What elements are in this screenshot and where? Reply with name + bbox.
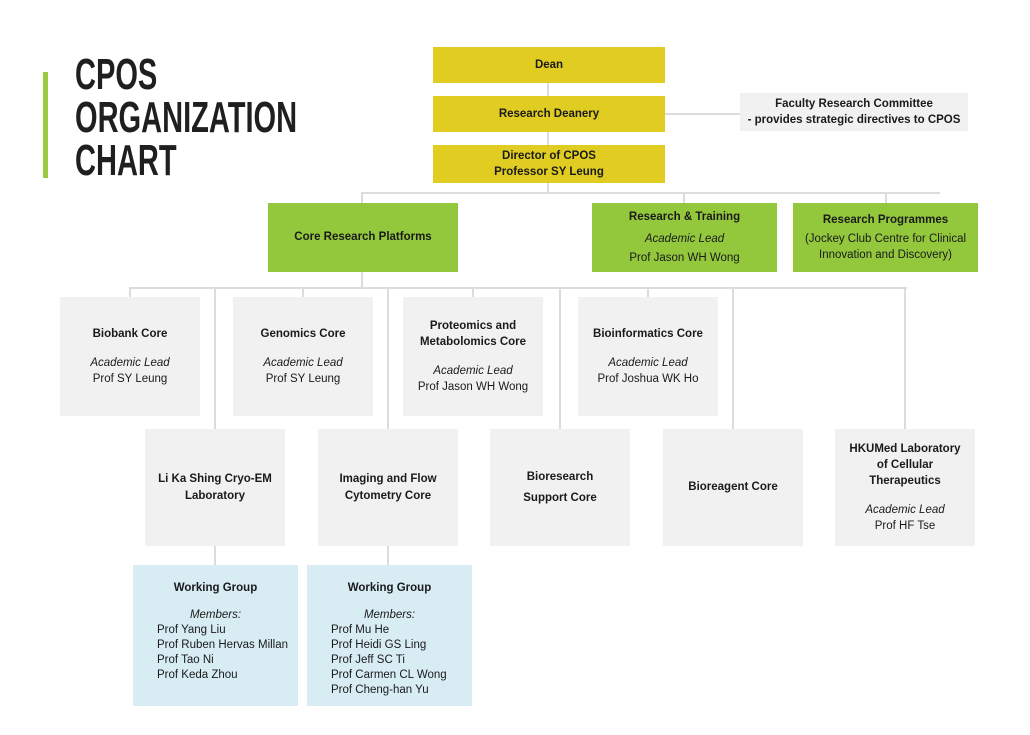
org-box-bioinformatics-core: Bioinformatics Core Academic Lead Prof J… (578, 297, 718, 416)
connector (214, 287, 216, 430)
org-box-faculty-research-committee: Faculty Research Committee - provides st… (740, 93, 968, 131)
connector (683, 192, 685, 204)
box-lead: Prof SY Leung (92, 373, 168, 386)
org-box-bioreagent-core: Bioreagent Core (663, 429, 803, 546)
box-lead-label: Academic Lead (865, 504, 945, 517)
box-title: Bioinformatics Core (593, 327, 703, 340)
org-box-bioresearch-support-core: Bioresearch Support Core (490, 429, 630, 546)
org-box-core-research-platforms: Core Research Platforms (268, 203, 458, 272)
connector (387, 287, 389, 430)
box-lead-label: Academic Lead (90, 356, 170, 369)
members-list: Prof Mu He Prof Heidi GS Ling Prof Jeff … (315, 623, 447, 698)
page-title-line: CPOS (75, 50, 158, 99)
org-box-biobank-core: Biobank Core Academic Lead Prof SY Leung (60, 297, 200, 416)
connector (129, 287, 131, 298)
box-title: Proteomics and Metabolomics Core (419, 319, 527, 348)
box-title: Bioresearch Support Core (523, 470, 597, 504)
members-label: Members: (189, 609, 242, 622)
connector (361, 192, 940, 194)
box-lead: Prof Joshua WK Ho (597, 373, 699, 386)
org-box-imaging-flow-cytometry-core: Imaging and Flow Cytometry Core (318, 429, 458, 546)
member: Prof Mu He (331, 624, 390, 637)
box-title: HKUMed Laboratory of Cellular Therapeuti… (849, 442, 961, 487)
box-subtitle: (Jockey Club Centre for Clinical Innovat… (804, 232, 967, 262)
member: Prof Keda Zhou (157, 669, 238, 682)
box-title: Imaging and Flow Cytometry Core (339, 473, 437, 502)
members-label: Members: (363, 609, 416, 622)
member: Prof Cheng-han Yu (331, 684, 429, 697)
box-title: Research Programmes (822, 213, 949, 226)
connector (547, 83, 549, 97)
connector (647, 287, 649, 298)
member: Prof Jeff SC Ti (331, 654, 405, 667)
box-title: Genomics Core (260, 327, 346, 340)
member: Prof Carmen CL Wong (331, 669, 447, 682)
member: Prof Heidi GS Ling (331, 639, 427, 652)
org-box-director-of-cpos: Director of CPOS Professor SY Leung (433, 145, 665, 183)
org-box-research-deanery: Research Deanery (433, 96, 665, 132)
box-title: Working Group (173, 582, 258, 594)
connector (129, 287, 907, 289)
box-subtitle: Professor SY Leung (494, 166, 604, 178)
box-lead-label: Academic Lead (433, 365, 513, 377)
box-note: - provides strategic directives to CPOS (747, 114, 961, 126)
connector (732, 287, 734, 430)
box-title: Biobank Core (92, 327, 168, 340)
box-title: Li Ka Shing Cryo-EM Laboratory (158, 473, 272, 502)
page-title-line: ORGANIZATION (75, 93, 298, 142)
box-title: Core Research Platforms (294, 231, 432, 244)
box-title: Bioreagent Core (688, 481, 778, 494)
box-title: Director of CPOS (502, 149, 596, 162)
connector (665, 113, 740, 115)
org-box-hkumed-laboratory-cellular-therapeutics: HKUMed Laboratory of Cellular Therapeuti… (835, 429, 975, 546)
member: Prof Tao Ni (157, 654, 214, 667)
connector (472, 287, 474, 298)
org-box-research-and-training: Research & Training Academic Lead Prof J… (592, 203, 777, 272)
box-title: Working Group (347, 582, 432, 594)
page-title-line: CHART (75, 136, 177, 185)
member: Prof Ruben Hervas Millan (157, 639, 289, 652)
box-lead: Prof HF Tse (874, 520, 936, 533)
org-box-dean: Dean (433, 47, 665, 83)
connector (214, 546, 216, 566)
box-lead: Prof Jason WH Wong (629, 252, 740, 265)
box-lead-label: Academic Lead (608, 356, 688, 369)
org-box-proteomics-metabolomics-core: Proteomics and Metabolomics Core Academi… (403, 297, 543, 416)
box-lead-label: Academic Lead (263, 356, 343, 369)
box-lead-label: Academic Lead (644, 232, 725, 245)
box-title: Faculty Research Committee (775, 97, 933, 110)
page-title: CPOS ORGANIZATION CHART (75, 50, 412, 185)
member: Prof Yang Liu (157, 624, 226, 637)
connector (904, 287, 906, 430)
connector (559, 287, 561, 430)
connector (387, 546, 389, 566)
connector (361, 192, 363, 204)
connector (547, 183, 549, 194)
title-accent-bar (43, 72, 48, 178)
box-title: Research & Training (628, 210, 741, 223)
connector (547, 132, 549, 146)
box-lead: Prof Jason WH Wong (417, 381, 529, 394)
connector (302, 287, 304, 298)
org-box-genomics-core: Genomics Core Academic Lead Prof SY Leun… (233, 297, 373, 416)
org-box-working-group-imaging: Working Group Members: Prof Mu He Prof H… (307, 565, 472, 706)
connector (885, 192, 887, 204)
org-box-li-ka-shing-cryo-em-laboratory: Li Ka Shing Cryo-EM Laboratory (145, 429, 285, 546)
org-box-working-group-cryo-em: Working Group Members: Prof Yang Liu Pro… (133, 565, 298, 706)
box-title: Research Deanery (498, 107, 600, 120)
box-title: Dean (534, 58, 564, 71)
connector (361, 272, 363, 289)
box-lead: Prof SY Leung (265, 373, 341, 386)
members-list: Prof Yang Liu Prof Ruben Hervas Millan P… (141, 623, 288, 683)
org-box-research-programmes: Research Programmes (Jockey Club Centre … (793, 203, 978, 272)
